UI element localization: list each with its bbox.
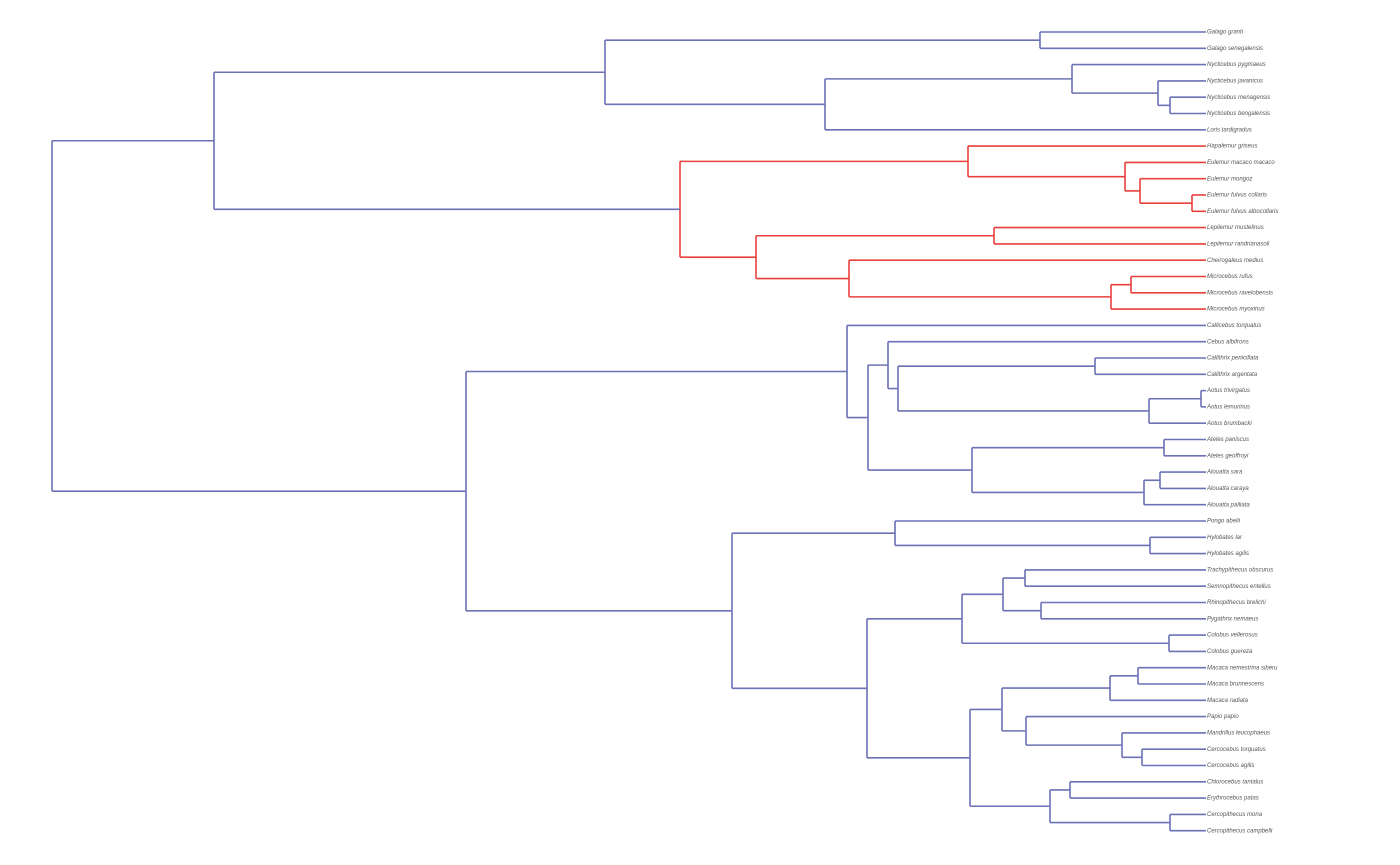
tip-label: Galago granti — [1207, 30, 1244, 36]
tip-label: Papio papio — [1207, 714, 1239, 720]
tip-label: Rhinopithecus brelichi — [1207, 600, 1266, 606]
tip-label: Callithrix argentata — [1207, 372, 1258, 378]
tip-label: Microcebus ravelobensis — [1207, 290, 1273, 296]
tip-label: Macaca nemestrina siberu — [1207, 665, 1278, 671]
tip-label: Alouatta caraya — [1206, 486, 1249, 492]
tip-label: Cercocebus torquatus — [1207, 747, 1266, 753]
tip-label: Lepilemur mustelinus — [1207, 225, 1264, 231]
tip-label: Macaca brunnescens — [1207, 682, 1264, 688]
tip-label: Callithrix penicillata — [1207, 356, 1259, 362]
tip-label: Loris tardigradus — [1207, 127, 1252, 133]
tip-label: Cercocebus agilis — [1207, 763, 1254, 769]
tip-label: Cercopithecus campbelli — [1207, 828, 1273, 834]
tip-label: Hapalemur griseus — [1207, 144, 1257, 150]
tip-label: Cebus albifrons — [1207, 339, 1249, 345]
tip-label: Pygathrix nemaeus — [1207, 616, 1258, 622]
tip-label: Hylobates lar — [1207, 535, 1243, 541]
tip-label: Aotus brumbacki — [1206, 421, 1252, 427]
tip-label: Macaca radiata — [1207, 698, 1249, 704]
tip-label: Colobus guereza — [1207, 649, 1253, 655]
tip-label: Alouatta palliata — [1206, 502, 1250, 508]
tip-label: Nycticebus pygmaeus — [1207, 62, 1266, 68]
tip-label: Microcebus myoxinus — [1207, 307, 1265, 313]
tip-label: Ateles paniscus — [1206, 437, 1249, 443]
tip-label: Cheirogaleus medius — [1207, 258, 1263, 264]
tip-label: Eulemur fulvus collaris — [1207, 193, 1267, 199]
tip-label: Galago senegalensis — [1207, 46, 1263, 52]
tree-branches — [51, 31, 1206, 832]
tip-label: Aotus trivirgatus — [1206, 388, 1250, 394]
tip-label: Eulemur mongoz — [1207, 176, 1252, 182]
tip-label: Nycticebus javanicus — [1207, 78, 1263, 84]
tip-label: Lepilemur randrianasoli — [1207, 241, 1270, 247]
tip-label: Chlorocebus tantalus — [1207, 779, 1263, 785]
tip-label: Alouatta sara — [1206, 470, 1243, 476]
tip-label: Colobus vellerosus — [1207, 633, 1258, 639]
tip-label: Trachypithecus obscurus — [1207, 567, 1273, 573]
tip-label: Hylobates agilis — [1207, 551, 1249, 557]
tip-label: Cercopithecus mona — [1207, 812, 1263, 818]
tip-label: Pongo abelii — [1207, 519, 1241, 525]
tip-label: Erythrocebus patas — [1207, 796, 1259, 802]
tip-label: Nycticebus bengalensis — [1207, 111, 1270, 117]
tip-label: Callicebus torquatus — [1207, 323, 1261, 329]
tip-label: Eulemur macaco macaco — [1207, 160, 1275, 166]
tip-label: Semnopithecus entellus — [1207, 584, 1271, 590]
tip-label: Microcebus rufus — [1207, 274, 1253, 280]
tip-label: Aotus lemurinus — [1206, 404, 1250, 410]
tip-label: Mandrillus leucophaeus — [1207, 730, 1270, 736]
tip-label: Ateles geoffroyi — [1206, 453, 1249, 459]
tip-label: Eulemur fulvus albocollaris — [1207, 209, 1278, 215]
tip-label: Nycticebus menagensis — [1207, 95, 1270, 101]
